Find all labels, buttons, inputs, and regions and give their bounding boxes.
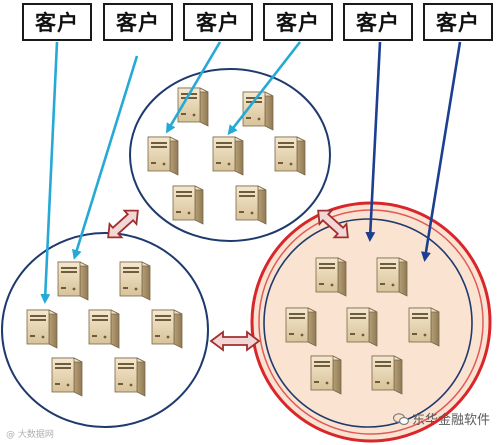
watermark-right: 东华金融软件 — [392, 409, 490, 428]
client-line-2 — [72, 55, 139, 260]
client-box-2: 客户 — [103, 3, 173, 41]
client-line-5 — [365, 41, 382, 242]
client-box-5: 客户 — [343, 3, 413, 41]
client-line-1 — [40, 41, 59, 304]
watermark-left: @ 大数据网 — [6, 430, 54, 440]
client-line-4 — [227, 41, 302, 136]
client-line-3 — [165, 41, 222, 134]
client-box-1: 客户 — [22, 3, 92, 41]
link-arrow-top-right — [317, 209, 349, 239]
client-box-6: 客户 — [423, 3, 493, 41]
wechat-icon — [392, 412, 409, 425]
client-lines — [40, 41, 462, 304]
watermark-right-text: 东华金融软件 — [411, 413, 490, 428]
link-arrow-left-top — [107, 209, 139, 239]
client-line-6 — [421, 41, 462, 262]
client-box-4: 客户 — [263, 3, 333, 41]
client-box-3: 客户 — [183, 3, 253, 41]
link-arrow-left-right — [209, 330, 261, 352]
